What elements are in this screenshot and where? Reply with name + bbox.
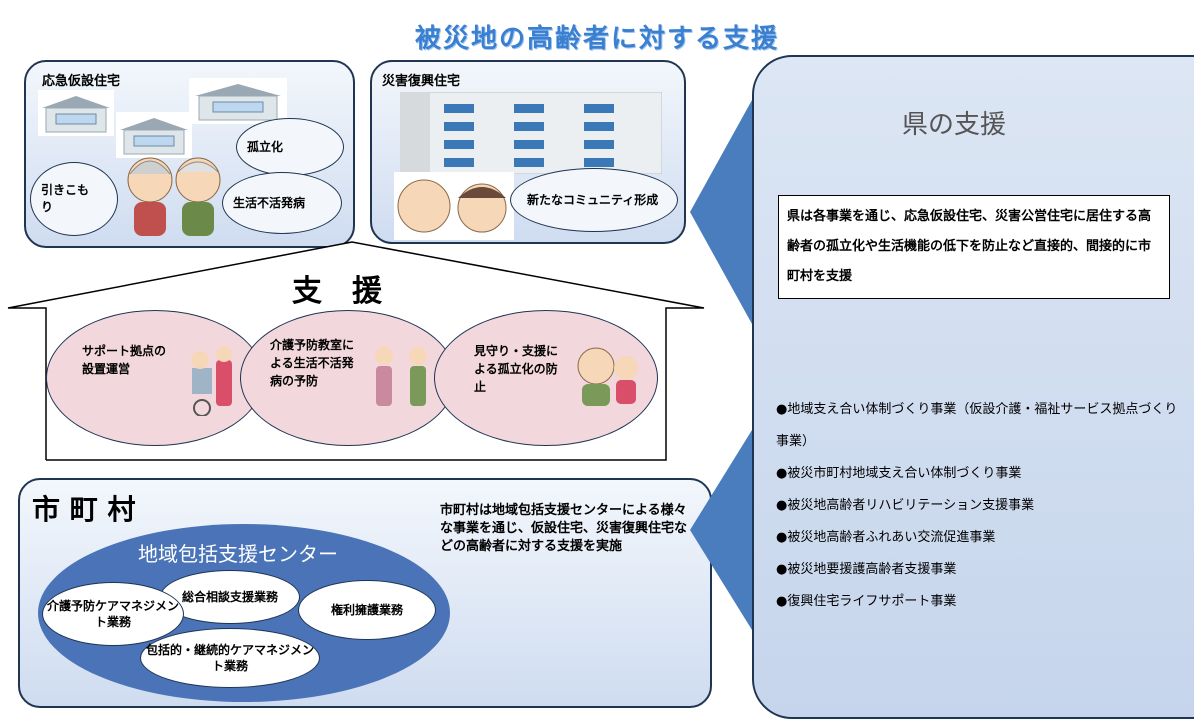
elderly-couple-illustration (120, 148, 232, 242)
recovery-housing-panel: 災害復興住宅 新たなコミュニティ形成 (370, 60, 686, 244)
house-icon (38, 90, 114, 136)
prefecture-panel (752, 55, 1194, 719)
temp-housing-label: 応急仮設住宅 (42, 74, 121, 89)
cloud-isolation: 孤立化 (236, 118, 344, 176)
service-rights-advocacy: 権利擁護業務 (298, 580, 436, 640)
service-general-consultation: 総合相談支援業務 (160, 570, 300, 624)
support-heading: 支 援 (292, 274, 382, 309)
arrow-left-lower-icon (690, 430, 752, 630)
cloud-withdrawal: 引きこもり (30, 162, 118, 236)
prefecture-summary: 県は各事業を通じ、応急仮設住宅、災害公営住宅に居住する高齢者の孤立化や生活機能の… (778, 195, 1170, 299)
house-icon (116, 112, 192, 158)
apartment-building-icon (399, 91, 663, 178)
municipality-panel: 市 町 村 地域包括支援センター 総合相談支援業務 介護予防ケアマネジメント業務… (18, 478, 712, 708)
project-item: ●被災地要援護高齢者支援事業 (776, 562, 957, 577)
project-item: ●被災地高齢者ふれあい交流促進事業 (776, 530, 996, 545)
temp-housing-panel: 応急仮設住宅 孤立化 引きこもり 生活不活発病 (24, 60, 355, 248)
project-item: ●復興住宅ライフサポート事業 (776, 594, 957, 609)
service-continuous-care: 包括的・継続的ケアマネジメント業務 (140, 628, 320, 688)
support-item-prevention: 介護予防教室による生活不活発病の予防 (270, 338, 355, 388)
support-item-watch: 見守り・支援による孤立化の防止 (474, 344, 559, 394)
support-item-base: サポート拠点の設置運営 (82, 344, 167, 376)
wheelchair-care-illustration (178, 346, 242, 420)
municipality-description: 市町村は地域包括支援センターによる様々な事業を通じ、仮設住宅、災害復興住宅などの… (440, 503, 688, 554)
service-care-prevention: 介護予防ケアマネジメント業務 (42, 582, 184, 646)
prefecture-heading: 県の支援 (902, 110, 1007, 140)
page-title: 被災地の高齢者に対する支援 (414, 24, 779, 54)
house-icon (189, 78, 287, 124)
municipality-heading: 市 町 村 (32, 493, 136, 526)
cloud-new-community: 新たなコミュニティ形成 (510, 168, 678, 232)
support-center-title: 地域包括支援センター (138, 542, 338, 566)
recovery-housing-label: 災害復興住宅 (382, 74, 461, 89)
cloud-inactivity: 生活不活発病 (222, 172, 342, 234)
watch-over-illustration (572, 342, 642, 412)
exercise-illustration (362, 344, 442, 418)
project-item: ●被災市町村地域支え合い体制づくり事業 (776, 466, 1022, 481)
project-item: ●被災地高齢者リハビリテーション支援事業 (776, 498, 1035, 513)
prefecture-project-list: ●地域支え合い体制づくり事業（仮設介護・福祉サービス拠点づくり事業） ●被災市町… (776, 394, 1186, 618)
elderly-pair-illustration (394, 172, 514, 244)
arrow-left-upper-icon (690, 100, 752, 324)
project-item: ●地域支え合い体制づくり事業（仮設介護・福祉サービス拠点づくり事業） (776, 402, 1178, 449)
